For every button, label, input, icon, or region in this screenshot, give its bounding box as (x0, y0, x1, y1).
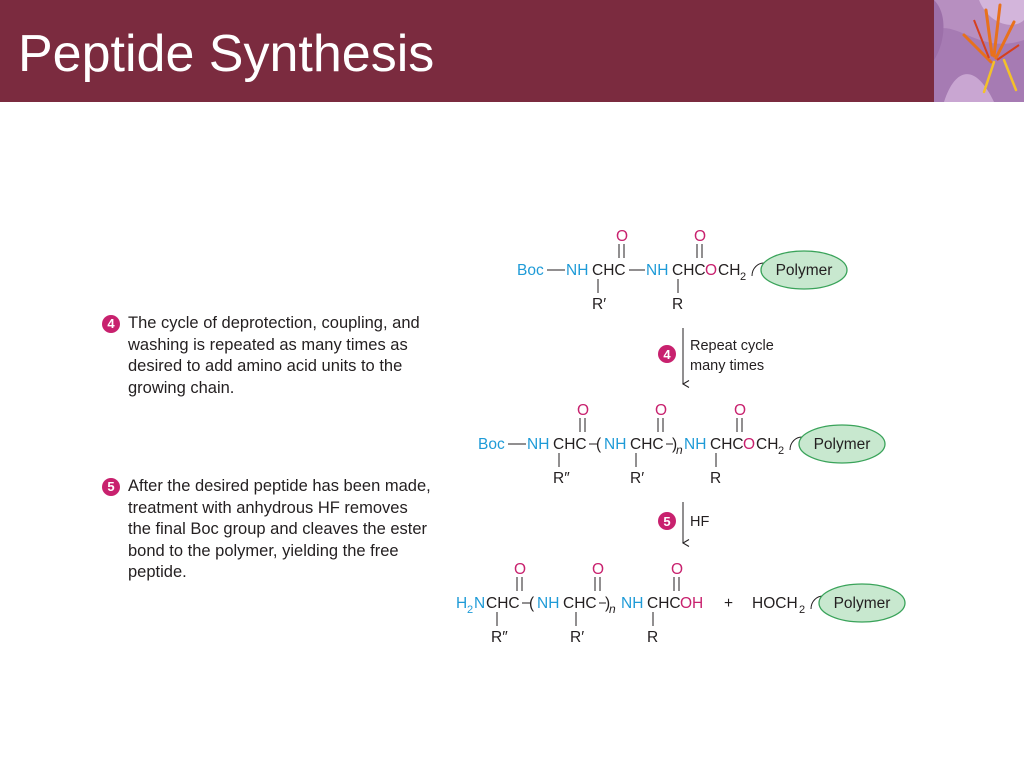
svg-text:O: O (743, 436, 755, 453)
step-4-number-badge: 4 (102, 315, 120, 333)
svg-text:Boc: Boc (478, 436, 505, 453)
svg-text:H: H (456, 595, 467, 612)
svg-text:CHC: CHC (672, 262, 706, 279)
svg-text:2: 2 (778, 445, 784, 457)
structure-row-3: H 2 N CHC ( NH CHC ) n NH CHC OH + HOCH … (456, 561, 906, 646)
svg-text:O: O (592, 561, 604, 578)
svg-text:NH: NH (646, 262, 668, 279)
svg-text:2: 2 (799, 604, 805, 616)
svg-text:O: O (577, 402, 589, 419)
svg-text:CHC: CHC (710, 436, 744, 453)
svg-text:R″: R″ (553, 470, 570, 487)
svg-text:R: R (710, 470, 721, 487)
svg-text:R′: R′ (592, 296, 606, 313)
svg-text:2: 2 (467, 604, 473, 616)
svg-text:NH: NH (537, 595, 559, 612)
arrow-step-4-badge: 4 (663, 347, 671, 362)
polymer-label-3: Polymer (834, 595, 891, 612)
step-5-number-badge: 5 (102, 478, 120, 496)
svg-text:CHC: CHC (647, 595, 681, 612)
reaction-arrow-step-4: 4 Repeat cycle many times (658, 328, 774, 384)
svg-text:CH: CH (718, 262, 740, 279)
svg-text:Boc: Boc (517, 262, 544, 279)
plus-sign: + (724, 595, 733, 612)
svg-text:O: O (671, 561, 683, 578)
slide-title: Peptide Synthesis (18, 25, 435, 83)
structure-row-1: Boc NH CHC NH CHC O CH 2 O O R′ R Polyme… (517, 228, 848, 313)
step-4-text: The cycle of deprotection, coupling, and… (128, 314, 420, 397)
svg-text:): ) (605, 595, 610, 612)
svg-text:NH: NH (604, 436, 626, 453)
svg-text:n: n (676, 443, 683, 457)
svg-text:): ) (672, 436, 677, 453)
svg-text:O: O (694, 228, 706, 245)
svg-text:CHC: CHC (563, 595, 597, 612)
step-4-description: 4 The cycle of deprotection, coupling, a… (102, 313, 432, 399)
hf-reagent-label: HF (690, 514, 709, 530)
svg-text:OH: OH (680, 595, 703, 612)
svg-text:CHC: CHC (553, 436, 587, 453)
many-times-label: many times (690, 358, 764, 374)
repeat-cycle-label: Repeat cycle (690, 338, 774, 354)
svg-text:NH: NH (527, 436, 549, 453)
svg-text:CHC: CHC (486, 595, 520, 612)
svg-text:CHC: CHC (592, 262, 626, 279)
reaction-arrow-step-5: 5 HF (658, 502, 709, 543)
svg-text:O: O (514, 561, 526, 578)
svg-text:NH: NH (621, 595, 643, 612)
svg-text:R′: R′ (630, 470, 644, 487)
step-5-text: After the desired peptide has been made,… (128, 477, 431, 581)
svg-text:O: O (616, 228, 628, 245)
svg-text:n: n (609, 602, 616, 616)
polymer-label-1: Polymer (776, 262, 833, 279)
polymer-label-2: Polymer (814, 436, 871, 453)
svg-text:N: N (474, 595, 485, 612)
svg-text:2: 2 (740, 271, 746, 283)
svg-text:O: O (655, 402, 667, 419)
title-bar: Peptide Synthesis (0, 0, 1024, 102)
svg-text:O: O (705, 262, 717, 279)
svg-text:(: ( (529, 595, 535, 612)
svg-text:NH: NH (566, 262, 588, 279)
svg-text:HOCH: HOCH (752, 595, 798, 612)
svg-text:NH: NH (684, 436, 706, 453)
svg-text:R″: R″ (491, 629, 508, 646)
svg-text:CHC: CHC (630, 436, 664, 453)
svg-text:O: O (734, 402, 746, 419)
svg-text:R: R (647, 629, 658, 646)
arrow-step-5-badge: 5 (663, 514, 670, 529)
crocus-flower-image (934, 0, 1024, 102)
svg-text:CH: CH (756, 436, 778, 453)
svg-text:(: ( (596, 436, 602, 453)
svg-text:R′: R′ (570, 629, 584, 646)
structure-row-2: Boc NH CHC ( NH CHC ) n NH CHC O CH 2 O … (478, 402, 886, 487)
step-5-description: 5 After the desired peptide has been mad… (102, 476, 432, 584)
svg-text:R: R (672, 296, 683, 313)
